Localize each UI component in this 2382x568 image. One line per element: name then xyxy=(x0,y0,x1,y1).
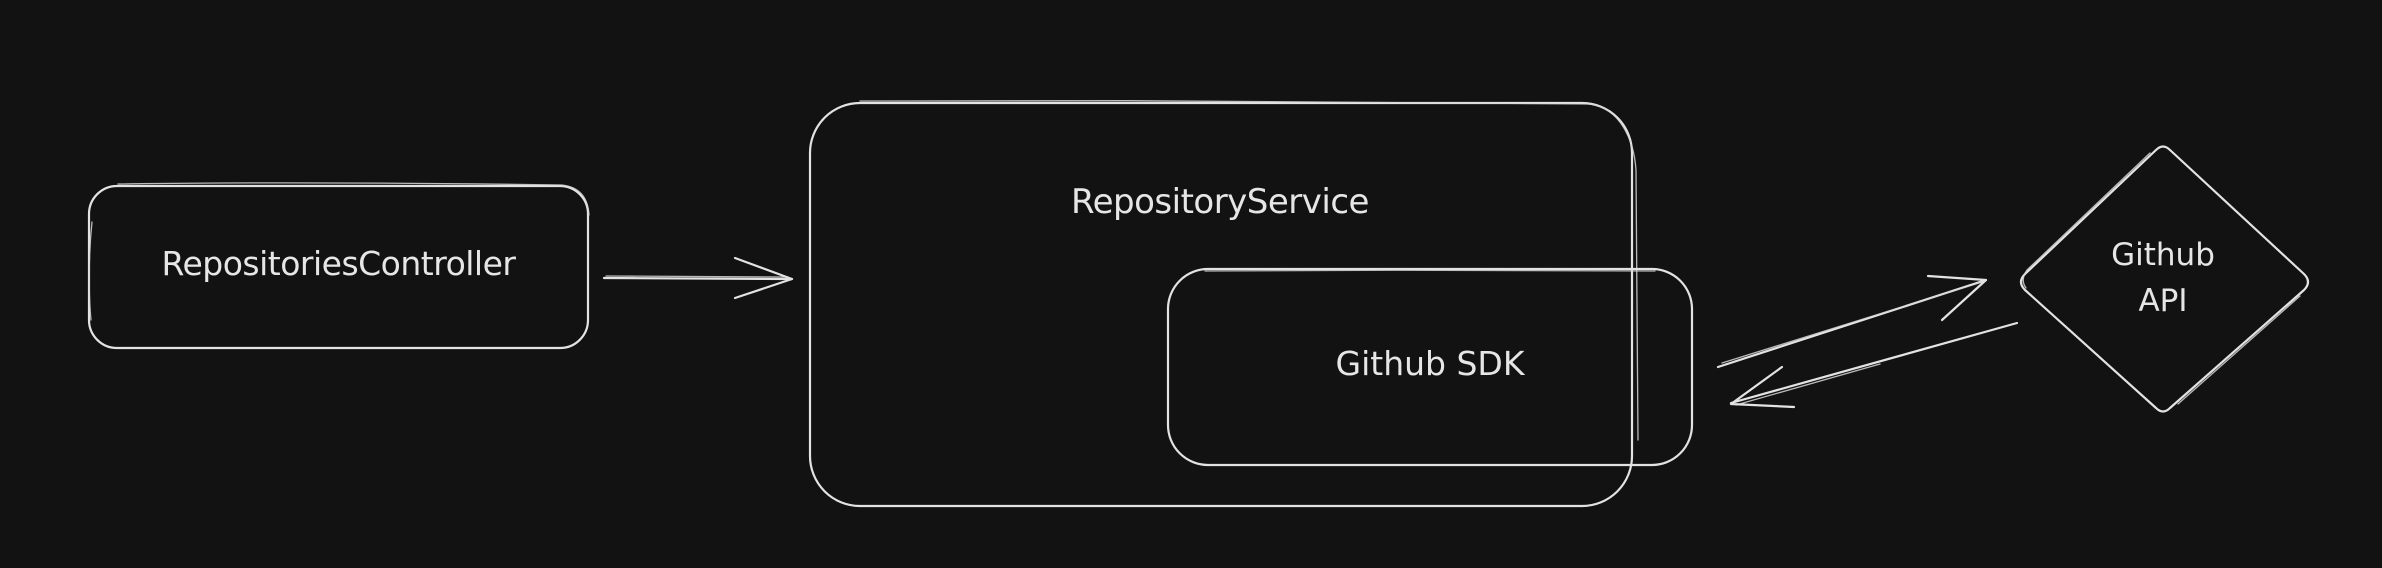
service-label: RepositoryService xyxy=(1071,182,1369,222)
arrow-shaft-sketch xyxy=(1721,281,1983,364)
arrow-controller-to-service xyxy=(602,256,794,300)
service-node[interactable] xyxy=(808,99,1639,508)
api-node[interactable] xyxy=(2019,145,2310,413)
arrowhead-icon xyxy=(1926,274,1988,322)
sdk-box-sketch xyxy=(1204,269,1656,272)
api-diamond-sketch xyxy=(2177,295,2301,405)
sdk-box xyxy=(1166,267,1694,467)
arrowhead-icon xyxy=(1729,365,1796,409)
arrow-sdk-to-api xyxy=(1716,274,1988,369)
sdk-node[interactable] xyxy=(1166,267,1694,467)
api-label: Github API xyxy=(2060,232,2266,324)
arrow-shaft xyxy=(602,276,794,281)
arrow-api-to-sdk xyxy=(1729,321,2019,409)
controller-node[interactable] xyxy=(87,182,590,350)
arrow-shaft-sketch xyxy=(1735,363,1881,406)
sdk-label: Github SDK xyxy=(1335,344,1525,383)
arrowhead-icon xyxy=(733,256,794,300)
arrow-shaft xyxy=(1729,321,2019,405)
api-label-line1: Github xyxy=(2111,237,2215,273)
api-diamond-sketch xyxy=(2022,152,2151,289)
controller-label: RepositoriesController xyxy=(161,244,516,283)
arrow-shaft-sketch xyxy=(605,275,789,278)
api-label-line2: API xyxy=(2138,283,2188,319)
controller-box-sketch xyxy=(117,182,590,216)
service-box xyxy=(808,101,1634,508)
api-diamond xyxy=(2019,145,2310,413)
controller-box-sketch xyxy=(88,221,93,321)
